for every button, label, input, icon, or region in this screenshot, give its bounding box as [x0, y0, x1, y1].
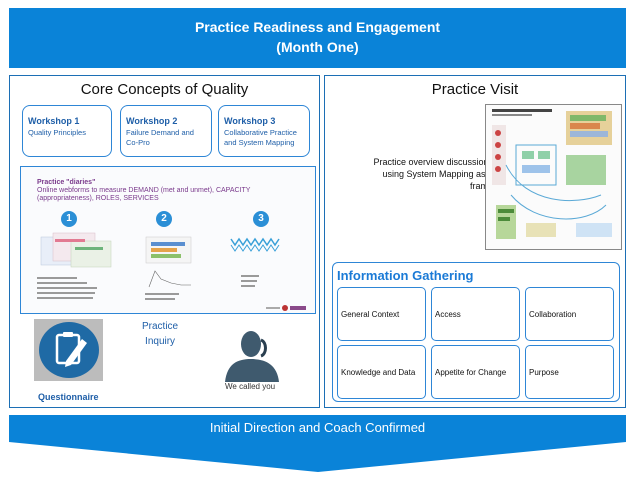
practice-visit-panel: Practice Visit Practice overview discuss… — [324, 75, 626, 408]
practice-diaries-slide: Practice "diaries" Online webforms to me… — [20, 166, 316, 314]
questionnaire-label: Questionnaire — [38, 392, 99, 402]
info-cell-access: Access — [431, 287, 520, 341]
practice-visit-description: Practice overview discussions using Syst… — [373, 157, 493, 191]
phone-person-icon — [225, 331, 279, 382]
info-cell-general-context: General Context — [337, 287, 426, 341]
information-gathering-title: Information Gathering — [337, 268, 474, 283]
step-3-badge: 3 — [253, 211, 269, 227]
practice-inquiry-line2: Inquiry — [145, 336, 176, 347]
system-map-image — [485, 104, 622, 250]
info-cell-collaboration: Collaboration — [525, 287, 614, 341]
practice-inquiry-label: Practice Inquiry — [142, 319, 178, 349]
header-banner: Practice Readiness and Engagement (Month… — [9, 8, 626, 68]
practice-visit-title: Practice Visit — [431, 81, 519, 98]
workshop-2-title: Workshop 2 — [126, 116, 178, 126]
core-concepts-title: Core Concepts of Quality — [80, 81, 249, 98]
info-cell-knowledge-and-data: Knowledge and Data — [337, 345, 426, 399]
workshop-2-subtitle: Failure Demand and Co-Pro — [126, 128, 194, 147]
core-concepts-panel: Core Concepts of Quality Workshop 1 Qual… — [9, 75, 320, 408]
workshop-1-box: Workshop 1 Quality Principles — [22, 105, 112, 157]
info-cell-appetite-for-change: Appetite for Change — [431, 345, 520, 399]
workshop-3-subtitle: Collaborative Practice and System Mappin… — [224, 128, 297, 147]
information-gathering-box: Information Gathering General Context Ac… — [332, 262, 620, 402]
workshop-1-title: Workshop 1 — [28, 116, 80, 126]
diary-title: Practice "diaries" — [37, 179, 96, 186]
diary-subtitle: Online webforms to measure DEMAND (met a… — [37, 187, 251, 202]
footer-chevron-arrow — [9, 415, 626, 472]
footer-text: Initial Direction and Coach Confirmed — [209, 420, 426, 435]
header-title: Practice Readiness and Engagement — [194, 19, 441, 35]
workshop-3-title: Workshop 3 — [224, 116, 276, 126]
diary-thumbnails — [37, 232, 306, 311]
header-subtitle: (Month One) — [276, 39, 359, 55]
info-cell-purpose: Purpose — [525, 345, 614, 399]
called-you-label: We called you — [225, 382, 276, 391]
workshop-1-subtitle: Quality Principles — [28, 128, 86, 137]
step-2-badge: 2 — [156, 211, 172, 227]
clipboard-pencil-icon — [39, 322, 99, 378]
workshop-2-box: Workshop 2 Failure Demand and Co-Pro — [120, 105, 212, 157]
step-1-badge: 1 — [61, 211, 77, 227]
practice-inquiry-line1: Practice — [142, 321, 179, 332]
workshop-3-box: Workshop 3 Collaborative Practice and Sy… — [218, 105, 310, 157]
